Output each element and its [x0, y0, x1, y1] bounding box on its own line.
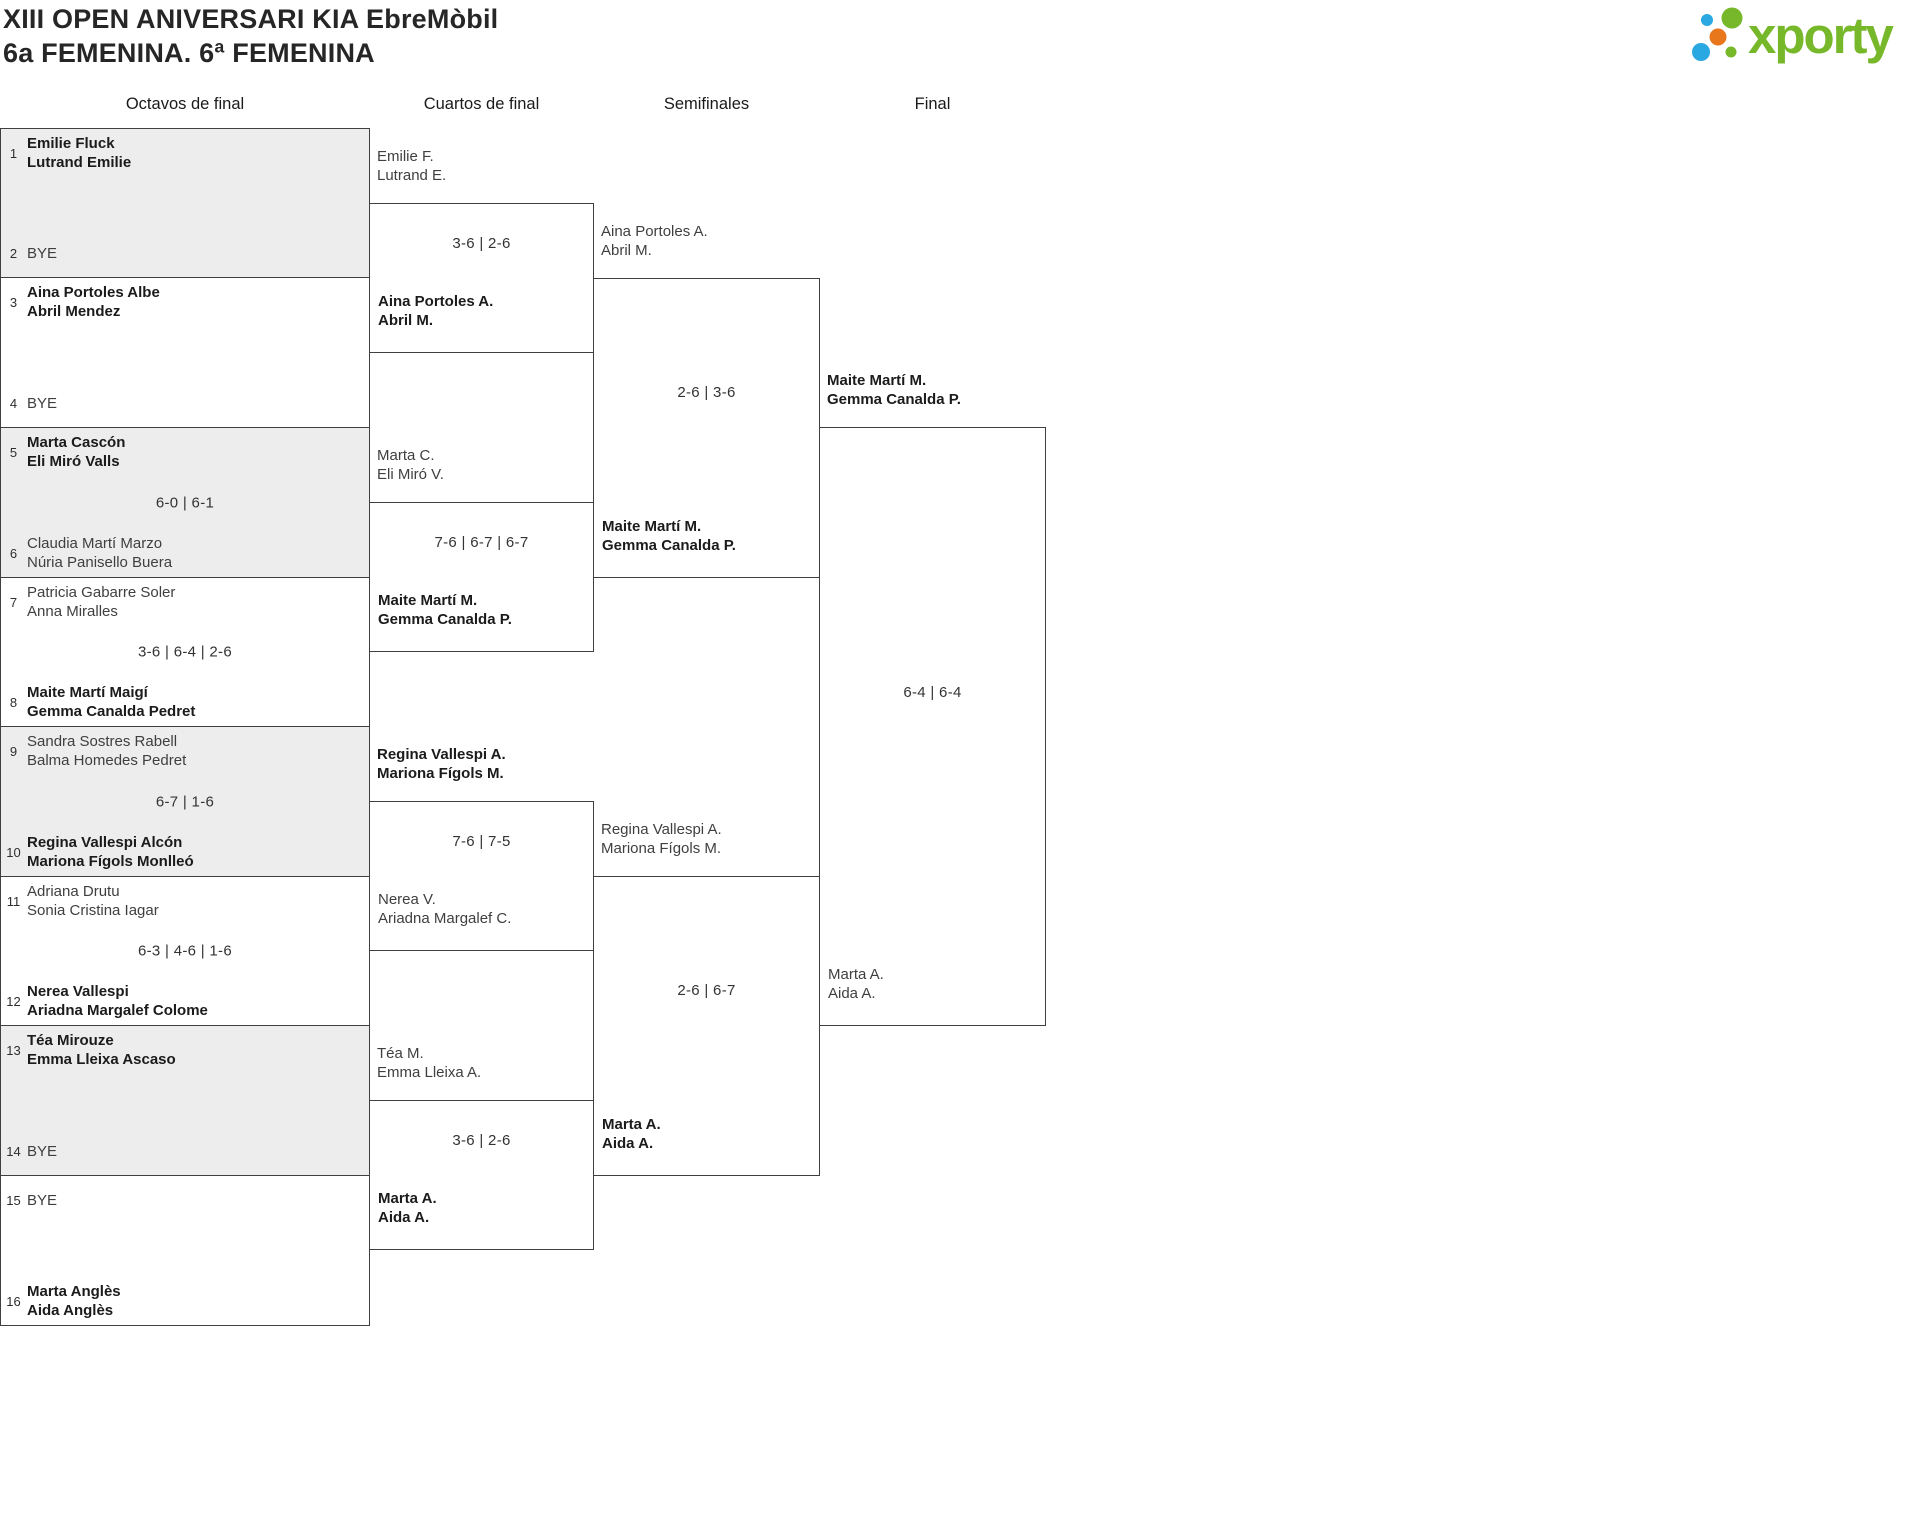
team-slot: 1 Emilie Fluck Lutrand Emilie	[6, 134, 361, 172]
seed-number: 12	[6, 993, 21, 1009]
round-header-octavos: Octavos de final	[125, 95, 245, 113]
seed-number: 8	[9, 694, 18, 710]
round-header-final: Final	[914, 95, 951, 113]
match-score: 7-6 | 7-5	[452, 833, 511, 850]
final-match: 6-4 | 6-4 Marta A. Aida A.	[819, 427, 1046, 1026]
qf2-top-team: Marta C. Eli Miró V.	[377, 447, 444, 483]
team-slot: 13 Téa Mirouze Emma Lleixa Ascaso	[6, 1031, 361, 1069]
team-names: BYE	[27, 1191, 58, 1209]
team-slot: 10 Regina Vallespi Alcón Mariona Fígols …	[6, 833, 361, 871]
page-title: XIII OPEN ANIVERSARI KIA EbreMòbil 6a FE…	[3, 2, 498, 70]
xporty-dots-icon	[1692, 7, 1743, 61]
match-score: 3-6 | 2-6	[452, 1132, 511, 1149]
sf2-top-team: Regina Vallespi A. Mariona Fígols M.	[601, 821, 722, 857]
r16-match-1: 1 Emilie Fluck Lutrand Emilie 2 BYE	[0, 128, 370, 278]
xporty-logo[interactable]: xporty	[1690, 2, 1915, 72]
team-names: Marta Anglès Aida Anglès	[27, 1283, 121, 1319]
round-header-semifinales: Semifinales	[663, 95, 750, 113]
team-names: Nerea Vallespi Ariadna Margalef Colome	[27, 983, 208, 1019]
qf1-top-team: Emilie F. Lutrand E.	[377, 148, 447, 184]
final-top-team: Maite Martí M. Gemma Canalda P.	[827, 372, 961, 408]
match-score: 2-6 | 3-6	[677, 384, 736, 401]
team-slot: 9 Sandra Sostres Rabell Balma Homedes Pe…	[6, 732, 361, 770]
team-names: Adriana Drutu Sonia Cristina Iagar	[27, 883, 159, 919]
team-slot: 2 BYE	[6, 234, 361, 272]
qf3-top-team: Regina Vallespi A. Mariona Fígols M.	[377, 746, 506, 782]
seed-number: 7	[9, 594, 18, 610]
team-names: Regina Vallespi Alcón Mariona Fígols Mon…	[27, 834, 194, 870]
seed-number: 10	[6, 844, 21, 860]
team-slot: 12 Nerea Vallespi Ariadna Margalef Colom…	[6, 982, 361, 1020]
match-score: 2-6 | 6-7	[677, 982, 736, 999]
sf-match-2: 2-6 | 6-7 Marta A. Aida A.	[593, 876, 820, 1176]
r16-match-7: 13 Téa Mirouze Emma Lleixa Ascaso 14 BYE	[0, 1025, 370, 1176]
team-names: Marta Cascón Eli Miró Valls	[27, 434, 126, 470]
r16-match-2: 3 Aina Portoles Albe Abril Mendez 4 BYE	[0, 277, 370, 428]
round-header-cuartos: Cuartos de final	[423, 95, 540, 113]
seed-number: 5	[9, 444, 18, 460]
seed-number: 11	[6, 893, 21, 909]
seed-number: 2	[9, 245, 18, 261]
team-slot: 6 Claudia Martí Marzo Núria Panisello Bu…	[6, 534, 361, 572]
qf-match-1: 3-6 | 2-6 Aina Portoles A. Abril M.	[369, 203, 594, 353]
advancing-team: Marta A. Aida A.	[378, 1190, 437, 1226]
team-names: BYE	[27, 394, 58, 412]
advancing-team: Aina Portoles A. Abril M.	[378, 293, 494, 329]
qf-match-4: 3-6 | 2-6 Marta A. Aida A.	[369, 1100, 594, 1250]
match-score: 6-0 | 6-1	[155, 494, 215, 511]
tournament-title: XIII OPEN ANIVERSARI KIA EbreMòbil	[3, 4, 499, 34]
seed-number: 6	[9, 545, 18, 561]
r16-match-6: 11 Adriana Drutu Sonia Cristina Iagar 6-…	[0, 876, 370, 1026]
seed-number: 4	[9, 395, 18, 411]
qf3-bottom-team: Nerea V. Ariadna Margalef C.	[378, 891, 512, 927]
qf-match-3: 7-6 | 7-5 Nerea V. Ariadna Margalef C.	[369, 801, 594, 951]
category-subtitle: 6a FEMENINA. 6ª FEMENINA	[3, 38, 375, 68]
team-slot: 14 BYE	[6, 1132, 361, 1170]
match-score: 3-6 | 6-4 | 2-6	[137, 643, 232, 661]
team-slot: 7 Patricia Gabarre Soler Anna Miralles	[6, 583, 361, 621]
team-names: Maite Martí Maigí Gemma Canalda Pedret	[27, 684, 196, 720]
team-names: BYE	[27, 1142, 58, 1160]
sf1-top-team: Aina Portoles A. Abril M.	[601, 223, 708, 259]
team-names: Patricia Gabarre Soler Anna Miralles	[27, 584, 176, 620]
team-names: Sandra Sostres Rabell Balma Homedes Pedr…	[27, 733, 187, 769]
team-names: Téa Mirouze Emma Lleixa Ascaso	[27, 1032, 176, 1068]
seed-number: 3	[9, 294, 18, 310]
team-slot: 5 Marta Cascón Eli Miró Valls	[6, 433, 361, 471]
sf-match-1: 2-6 | 3-6 Maite Martí M. Gemma Canalda P…	[593, 278, 820, 578]
xporty-wordmark: xporty	[1748, 7, 1894, 64]
team-names: Claudia Martí Marzo Núria Panisello Buer…	[27, 535, 173, 571]
team-slot: 11 Adriana Drutu Sonia Cristina Iagar	[6, 882, 361, 920]
seed-number: 16	[6, 1293, 21, 1309]
seed-number: 15	[6, 1192, 21, 1208]
r16-match-3: 5 Marta Cascón Eli Miró Valls 6-0 | 6-1 …	[0, 427, 370, 578]
r16-match-5: 9 Sandra Sostres Rabell Balma Homedes Pe…	[0, 726, 370, 877]
team-names: BYE	[27, 244, 58, 262]
team-names: Emilie Fluck Lutrand Emilie	[27, 135, 132, 171]
qf-match-2: 7-6 | 6-7 | 6-7 Maite Martí M. Gemma Can…	[369, 502, 594, 652]
team-slot: 15 BYE	[6, 1181, 361, 1219]
match-score: 6-3 | 4-6 | 1-6	[137, 942, 232, 960]
team-slot: 4 BYE	[6, 384, 361, 422]
advancing-team: Marta A. Aida A.	[602, 1116, 661, 1152]
team-slot: 8 Maite Martí Maigí Gemma Canalda Pedret	[6, 683, 361, 721]
team-names: Aina Portoles Albe Abril Mendez	[27, 284, 160, 320]
match-score: 7-6 | 6-7 | 6-7	[434, 534, 529, 551]
seed-number: 9	[9, 743, 18, 759]
advancing-team: Maite Martí M. Gemma Canalda P.	[602, 518, 736, 554]
seed-number: 1	[9, 145, 18, 161]
seed-number: 13	[6, 1042, 21, 1058]
qf4-top-team: Téa M. Emma Lleixa A.	[377, 1045, 482, 1081]
r16-match-4: 7 Patricia Gabarre Soler Anna Miralles 3…	[0, 577, 370, 727]
final-bottom-team: Marta A. Aida A.	[828, 966, 884, 1002]
match-score: 3-6 | 2-6	[452, 235, 511, 252]
match-score: 6-4 | 6-4	[903, 684, 962, 701]
r16-match-8: 15 BYE 16 Marta Anglès Aida Anglès	[0, 1175, 370, 1326]
seed-number: 14	[6, 1143, 21, 1159]
team-slot: 3 Aina Portoles Albe Abril Mendez	[6, 283, 361, 321]
advancing-team: Maite Martí M. Gemma Canalda P.	[378, 592, 512, 628]
match-score: 6-7 | 1-6	[155, 793, 215, 810]
team-slot: 16 Marta Anglès Aida Anglès	[6, 1282, 361, 1320]
